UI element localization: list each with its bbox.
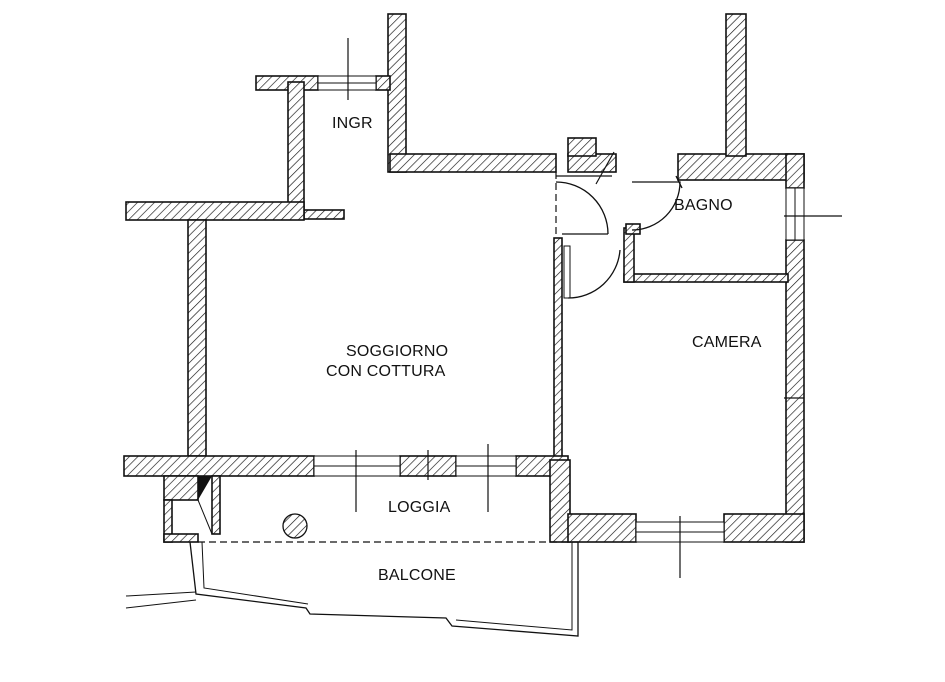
wall-ingr-bottom xyxy=(303,209,345,220)
door-arc-top xyxy=(555,181,609,235)
wall-top-main xyxy=(389,153,557,173)
wall-ingr-right-upper xyxy=(387,13,407,173)
wall-loggia-left-block xyxy=(163,475,199,501)
wall-top-bagno-chimney xyxy=(567,137,597,157)
axis-lines xyxy=(347,38,842,578)
wall-bagno-left xyxy=(623,227,635,283)
room-labels: INGR BAGNO SOGGIORNO CON COTTURA CAMERA … xyxy=(326,115,762,584)
room-label-ingr: INGR xyxy=(332,115,373,132)
room-label-soggiorno-line2: CON COTTURA xyxy=(326,363,446,380)
wall-right-upper-stub xyxy=(725,13,747,157)
wall-right-main xyxy=(785,239,805,543)
room-label-balcone: BALCONE xyxy=(378,567,456,584)
door-arc-bagno xyxy=(631,181,681,231)
wall-loggia-left-bottom xyxy=(163,533,199,543)
room-label-camera: CAMERA xyxy=(692,334,762,351)
wall-loggia-top-a xyxy=(123,455,315,477)
wall-soggiorno-left xyxy=(187,219,207,457)
room-label-soggiorno-line1: SOGGIORNO xyxy=(346,343,448,360)
wall-bagno-bottom xyxy=(623,273,789,283)
wall-partition xyxy=(553,237,563,461)
wall-top-bagno-b xyxy=(677,153,805,181)
balcony-outline xyxy=(125,541,579,637)
walls xyxy=(123,13,805,543)
door-arc-camera xyxy=(567,249,621,299)
wall-ingr-top-right xyxy=(375,75,391,91)
room-label-loggia: LOGGIA xyxy=(388,499,451,516)
wall-ingr-top-left xyxy=(255,75,319,91)
wall-bagno-door-jamb xyxy=(625,223,641,235)
wall-camera-left xyxy=(549,459,571,543)
doors xyxy=(197,172,683,543)
wall-camera-bottom-a xyxy=(567,513,637,543)
wall-left-top-arm xyxy=(125,201,305,221)
room-label-bagno: BAGNO xyxy=(674,197,733,214)
wall-ingr-left xyxy=(287,81,305,213)
loggia-fixture xyxy=(282,513,308,539)
wall-camera-bottom-b xyxy=(723,513,805,543)
wall-loggia-left-inner xyxy=(211,475,221,535)
wall-right-upper xyxy=(785,153,805,189)
